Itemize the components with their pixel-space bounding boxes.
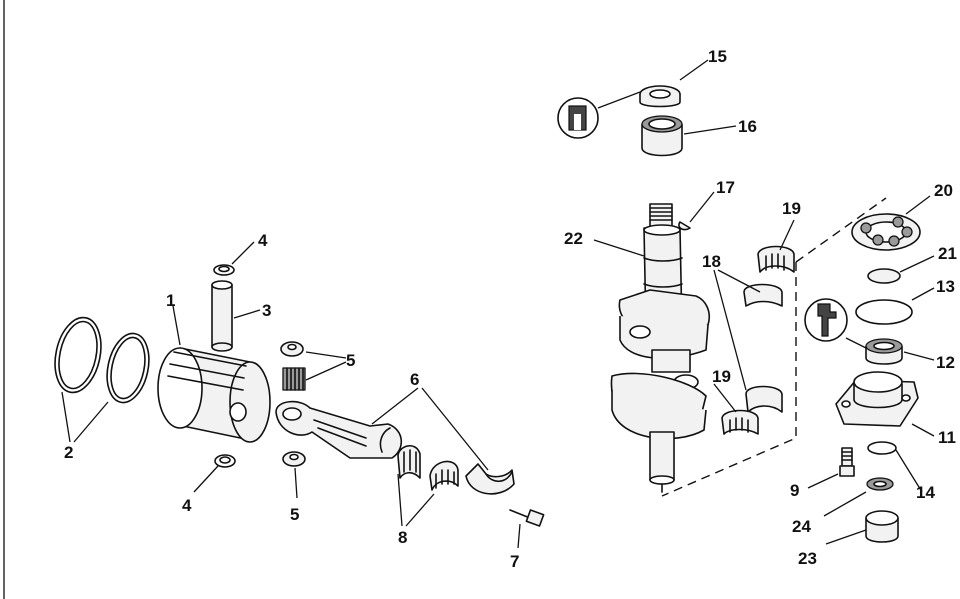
rod-cap — [465, 463, 515, 495]
label-5b: 5 — [290, 505, 299, 524]
label-20: 20 — [934, 181, 953, 200]
seal-lip-detail-inset-icon — [804, 298, 848, 342]
seal-detail-inset-icon — [557, 97, 599, 139]
wrist-pin — [211, 280, 233, 352]
label-1: 1 — [166, 291, 175, 310]
label-23: 23 — [798, 549, 817, 568]
label-15: 15 — [708, 47, 727, 66]
label-24: 24 — [792, 517, 811, 536]
label-7: 7 — [510, 552, 519, 571]
label-22: 22 — [564, 229, 583, 248]
label-4a: 4 — [258, 231, 268, 250]
needle-bearing-19-upper — [757, 245, 795, 273]
needle-bearing-19-lower — [721, 409, 759, 435]
upper-main-bearing — [641, 115, 683, 157]
label-8: 8 — [398, 528, 407, 547]
label-19b: 19 — [712, 367, 731, 386]
label-2: 2 — [64, 443, 73, 462]
housing-screw — [839, 447, 855, 477]
bearing-cage-right — [429, 460, 459, 491]
thrust-washer-upper — [280, 341, 304, 357]
main-bearing-half-upper-18 — [743, 283, 783, 307]
label-18: 18 — [702, 252, 721, 271]
connecting-rod — [275, 400, 403, 459]
pin-retainer-lower — [214, 454, 236, 468]
ball-bearing — [851, 213, 921, 251]
lower-bearing-housing — [835, 371, 919, 427]
label-13: 13 — [936, 277, 955, 296]
label-6: 6 — [410, 370, 419, 389]
label-9: 9 — [790, 481, 799, 500]
label-12: 12 — [936, 353, 955, 372]
leader-lines — [61, 59, 935, 549]
rod-bolt — [509, 509, 545, 527]
label-11: 11 — [938, 428, 956, 447]
assembly-bracket-dashed — [661, 197, 887, 497]
label-14: 14 — [916, 483, 935, 502]
crankshaft — [610, 203, 711, 493]
needle-bearing-upper — [282, 367, 306, 391]
crankshaft-seal — [639, 85, 681, 108]
label-17: 17 — [716, 178, 735, 197]
piston — [157, 347, 271, 443]
label-3: 3 — [262, 301, 271, 320]
woodruff-key — [678, 221, 691, 231]
piston-ring-upper — [54, 316, 102, 394]
small-seal — [866, 477, 894, 491]
label-19a: 19 — [782, 199, 801, 218]
housing-o-ring — [867, 441, 897, 455]
label-5a: 5 — [346, 351, 355, 370]
main-bearing-half-lower-18 — [745, 385, 783, 413]
protective-cap — [865, 510, 899, 543]
bearing-cage-left — [397, 445, 421, 479]
label-16: 16 — [738, 117, 757, 136]
thrust-washer-lower — [282, 451, 306, 467]
o-ring — [855, 299, 913, 325]
retaining-ring — [867, 268, 901, 284]
pin-retainer-upper — [213, 264, 235, 276]
label-4b: 4 — [182, 496, 192, 515]
label-21: 21 — [938, 244, 957, 263]
piston-ring-lower — [106, 332, 150, 404]
lower-crank-seal — [865, 338, 903, 365]
